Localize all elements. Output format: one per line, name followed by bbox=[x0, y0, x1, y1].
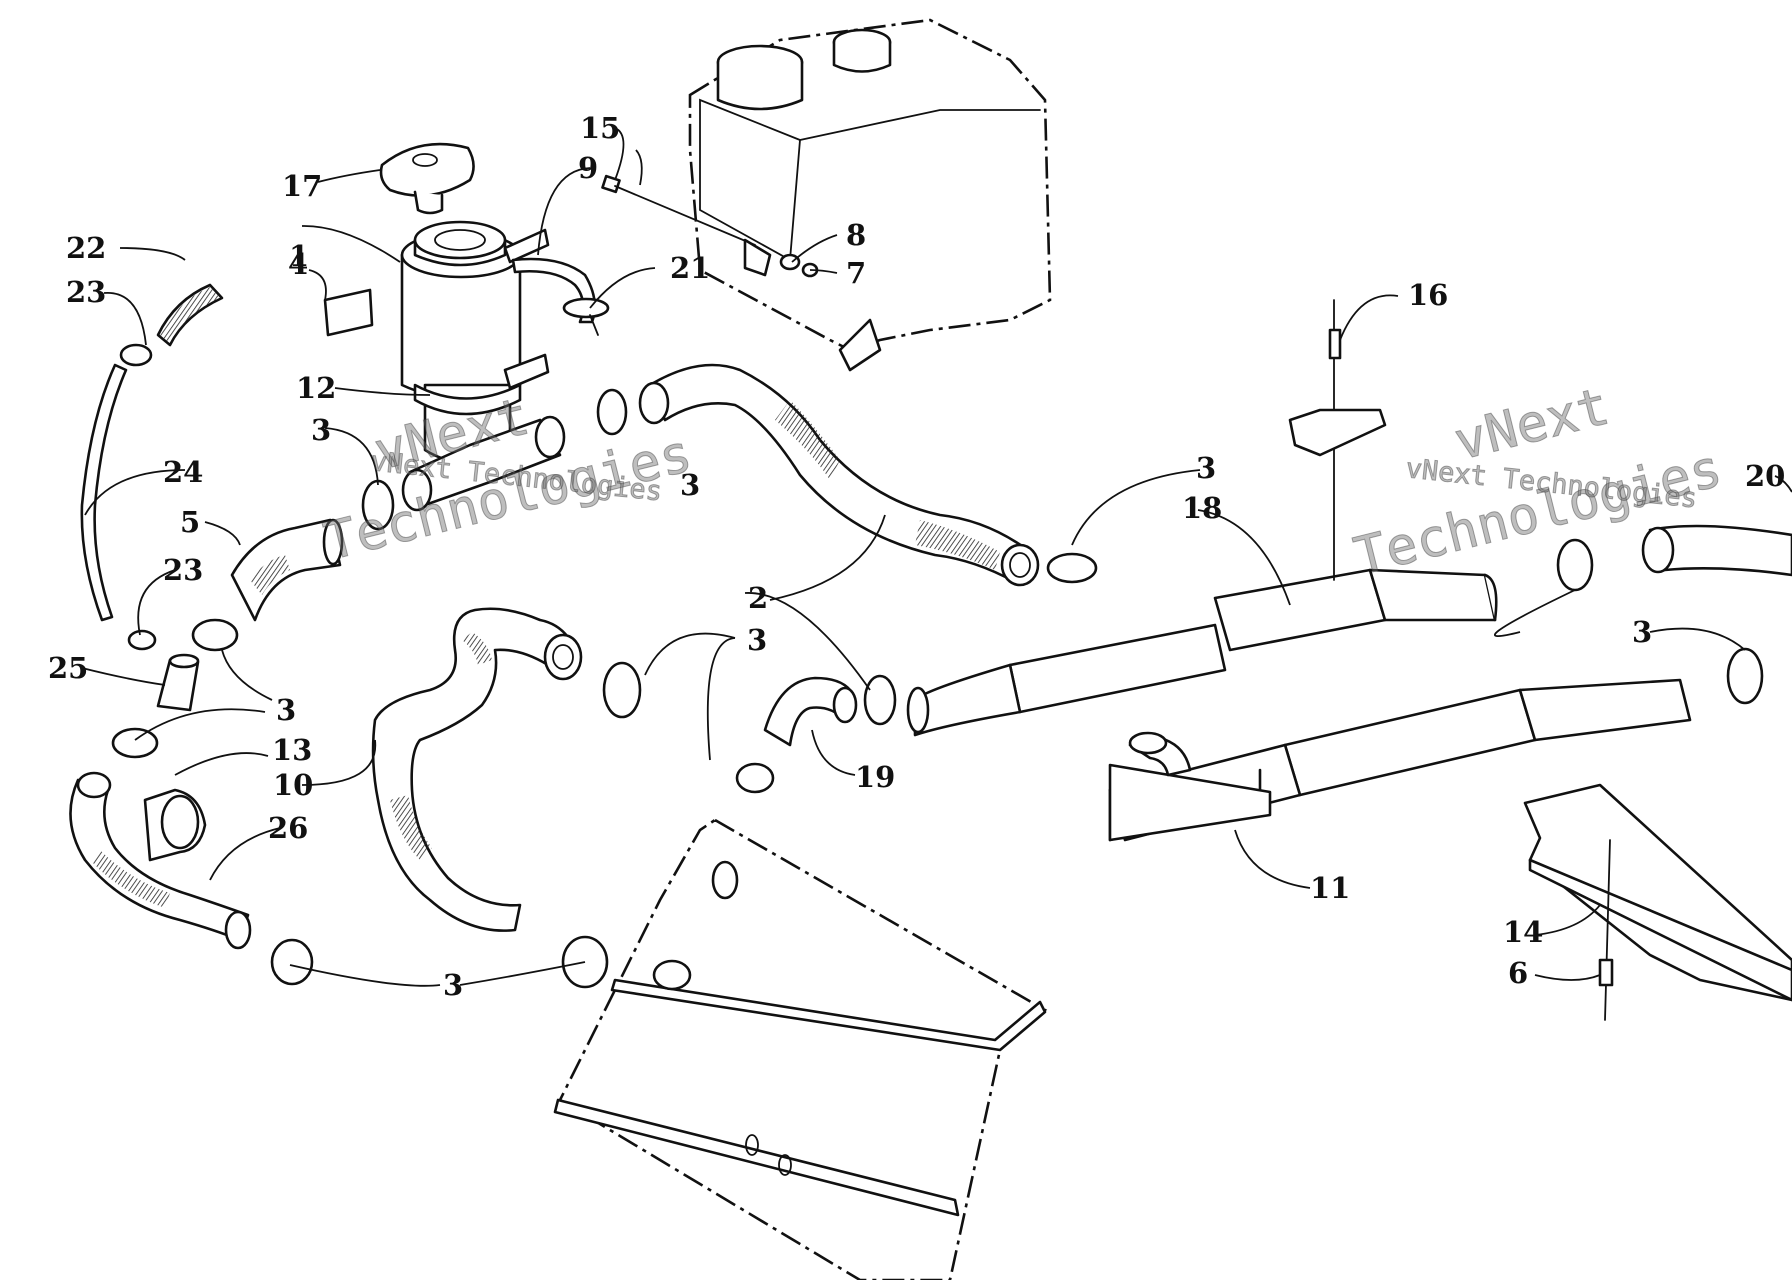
callout-3e: 3 bbox=[276, 693, 296, 727]
outlet-elbow bbox=[1108, 731, 1272, 842]
callout-8: 8 bbox=[846, 218, 866, 252]
callout-21: 21 bbox=[670, 251, 710, 285]
heat-exchanger-upper bbox=[906, 568, 1498, 737]
callout-26: 26 bbox=[268, 811, 308, 845]
callout-17: 17 bbox=[282, 169, 322, 203]
callout-2: 2 bbox=[748, 581, 768, 615]
callout-19: 19 bbox=[855, 760, 895, 794]
overflow-hose bbox=[511, 257, 610, 336]
callout-7: 7 bbox=[846, 256, 866, 290]
callout-24: 24 bbox=[163, 455, 203, 489]
overflow-tube bbox=[80, 283, 224, 651]
callout-3d: 3 bbox=[747, 623, 767, 657]
callout-25: 25 bbox=[48, 651, 88, 685]
tube-connector bbox=[143, 653, 207, 862]
hose-clamp bbox=[111, 388, 1764, 989]
lower-left-hose bbox=[69, 771, 252, 950]
leader-lines bbox=[81, 127, 1792, 987]
callout-labels: 1 2 3 3 3 3 3 3 3 4 5 6 7 8 9 10 11 12 1… bbox=[48, 111, 1785, 1002]
callout-22: 22 bbox=[66, 231, 106, 265]
callout-23a: 23 bbox=[66, 275, 106, 309]
callout-3f: 3 bbox=[1632, 615, 1652, 649]
reservoir-tank bbox=[688, 18, 1052, 372]
upper-hose bbox=[638, 363, 1040, 587]
callout-9: 9 bbox=[578, 151, 598, 185]
callout-6: 6 bbox=[1508, 956, 1528, 990]
skid-plate bbox=[1523, 783, 1792, 1021]
callout-12: 12 bbox=[296, 371, 336, 405]
callout-1: 1 bbox=[289, 239, 309, 273]
callout-10: 10 bbox=[273, 768, 313, 802]
callout-5: 5 bbox=[180, 505, 200, 539]
callout-20: 20 bbox=[1745, 459, 1785, 493]
callout-15: 15 bbox=[580, 111, 620, 145]
right-hose bbox=[1641, 524, 1792, 577]
callout-16: 16 bbox=[1408, 278, 1448, 312]
decal bbox=[323, 288, 374, 337]
rivet-bracket bbox=[1288, 299, 1387, 581]
serpentine-hose bbox=[371, 607, 583, 932]
callout-3c: 3 bbox=[1196, 451, 1216, 485]
callout-3a: 3 bbox=[311, 413, 331, 447]
radiator-panel bbox=[553, 818, 1048, 1280]
elbow-hose bbox=[763, 676, 858, 747]
callout-23b: 23 bbox=[163, 553, 203, 587]
filler-neck-bottle bbox=[400, 220, 566, 512]
callout-11: 11 bbox=[1310, 871, 1350, 905]
short-hose bbox=[230, 518, 344, 622]
radiator-cap bbox=[379, 142, 475, 215]
callout-3g: 3 bbox=[443, 968, 463, 1002]
callout-14: 14 bbox=[1503, 915, 1543, 949]
callout-4: 4 bbox=[288, 247, 308, 281]
callout-13: 13 bbox=[272, 733, 312, 767]
callout-18: 18 bbox=[1182, 491, 1222, 525]
callout-3b: 3 bbox=[680, 468, 700, 502]
watermark-line1-right: vNext bbox=[1449, 377, 1615, 473]
